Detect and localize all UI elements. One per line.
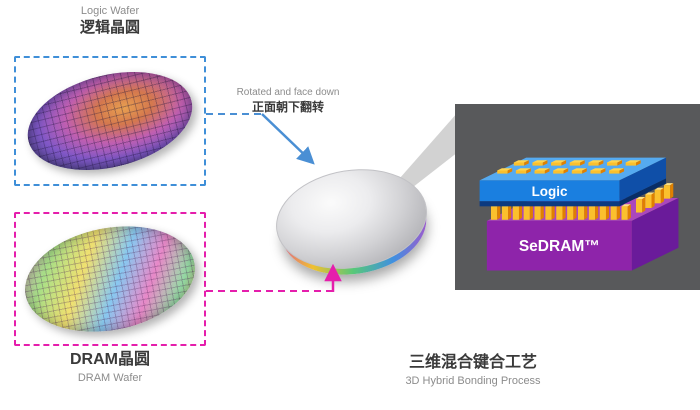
logic-wafer-box xyxy=(14,56,206,186)
chip-stack-illustration: SeDRAM™ xyxy=(479,157,678,271)
sedram-chip-front-face xyxy=(486,220,632,271)
dram-wafer-title-block: DRAM晶圆 DRAM Wafer xyxy=(14,349,206,385)
process-title-en: 3D Hybrid Bonding Process xyxy=(405,374,541,387)
sedram-chip-label: SeDRAM™ xyxy=(518,238,599,255)
logic-chip-front-face xyxy=(479,180,619,202)
dram-wafer-label-zh: DRAM晶圆 xyxy=(70,351,150,368)
rotation-note-en: Rotated and face down xyxy=(236,87,340,98)
logic-chip-label: Logic xyxy=(531,184,567,199)
logic-wafer-title-block: Logic Wafer 逻辑晶圆 xyxy=(14,4,206,39)
sedram-chip-side-face xyxy=(631,198,678,271)
logic-wafer-label-en: Logic Wafer xyxy=(80,5,140,17)
bond-layer xyxy=(479,178,666,207)
logic-flow-arrow xyxy=(261,113,315,165)
rotation-note-zh: 正面朝下翻转 xyxy=(251,100,324,114)
rotation-note-block: Rotated and face down 正面朝下翻转 xyxy=(218,86,358,115)
logic-wafer-label-zh: 逻辑晶圆 xyxy=(79,19,140,37)
logic-chip-side-face xyxy=(618,157,666,202)
dram-wafer-label-en: DRAM Wafer xyxy=(77,371,143,384)
dram-wafer-box xyxy=(14,212,206,346)
process-title-zh: 三维混合键合工艺 xyxy=(408,354,537,371)
chip-stack-panel: SeDRAM™ xyxy=(455,104,700,290)
process-title-block: 三维混合键合工艺 3D Hybrid Bonding Process xyxy=(378,352,568,388)
